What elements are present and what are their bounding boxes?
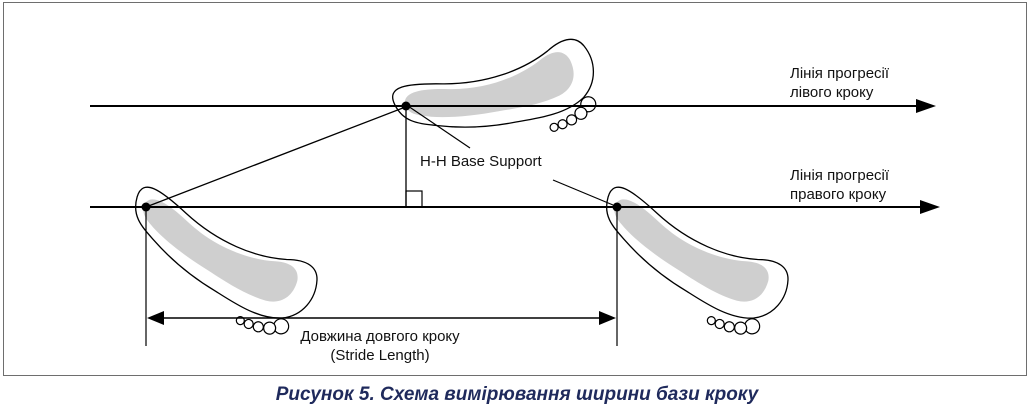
- left-progression-line: [90, 99, 936, 113]
- left-progression-label-line2: лівого кроку: [790, 84, 874, 101]
- right-footprint-first: [106, 183, 329, 348]
- base-support-label: H-H Base Support: [420, 153, 543, 170]
- left-heel-point: [401, 101, 411, 111]
- right-progression-line: [90, 200, 940, 214]
- base-support-leader-1: [407, 105, 471, 149]
- right-progression-label-line2: правого кроку: [790, 186, 887, 203]
- right-angle-marker: [405, 190, 423, 208]
- stride-length-label-line2: (Stride Length): [330, 347, 429, 364]
- base-support-leader-2: [552, 179, 614, 206]
- right-progression-label-line1: Лінія прогресії: [790, 167, 890, 184]
- right-footprint-second: [577, 183, 800, 348]
- gait-base-diagram: Лінія прогресії лівого кроку Лінія прогр…: [90, 22, 940, 364]
- heel-connector-line: [145, 105, 409, 208]
- figure-caption: Рисунок 5. Схема вимірювання ширини бази…: [275, 384, 759, 405]
- figure-frame: [3, 2, 1027, 376]
- left-progression-label-line1: Лінія прогресії: [790, 65, 890, 82]
- stride-length-label-line1: Довжина довгого кроку: [300, 328, 460, 345]
- stride-length-arrow: [147, 311, 616, 325]
